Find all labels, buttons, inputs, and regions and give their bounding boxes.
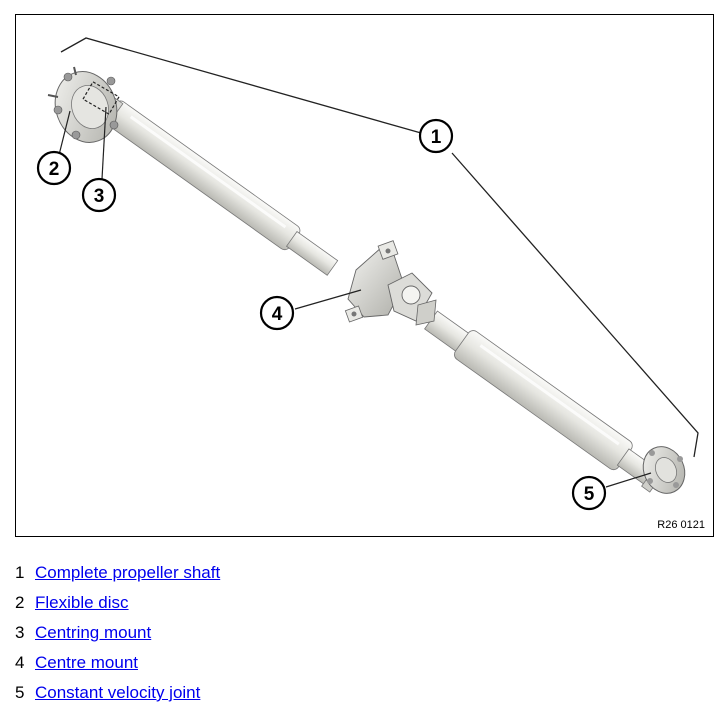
- legend-number: 2: [15, 593, 25, 612]
- callout-5-label: 5: [584, 484, 595, 505]
- legend-item: 5 Constant velocity joint: [15, 678, 220, 708]
- legend-number: 4: [15, 653, 25, 672]
- centring-mount-marker: [82, 81, 120, 115]
- callout-4: 4: [259, 295, 295, 331]
- figure-frame: 1 2 3 4 5 R26 0121: [15, 14, 714, 537]
- callout-1-bracket: [60, 37, 422, 134]
- legend-number: 5: [15, 683, 25, 702]
- flexible-disc-part: [47, 66, 120, 143]
- legend-number: 1: [15, 563, 25, 582]
- parts-legend: 1 Complete propeller shaft 2 Flexible disc…: [15, 558, 220, 708]
- callout-3-leader: [101, 106, 107, 180]
- callout-2-label: 2: [49, 159, 60, 180]
- rear-tube: [424, 310, 666, 493]
- centre-mount-part: [344, 240, 437, 326]
- callout-1-bracket-right: [451, 152, 699, 458]
- callout-3-label: 3: [94, 186, 105, 207]
- legend-item: 3 Centring mount: [15, 618, 220, 648]
- legend-link-constant-velocity-joint[interactable]: Constant velocity joint: [35, 683, 201, 702]
- legend-item: 4 Centre mount: [15, 648, 220, 678]
- callout-2-leader: [58, 110, 71, 156]
- legend-link-complete-propeller-shaft[interactable]: Complete propeller shaft: [35, 563, 221, 582]
- legend-link-centre-mount[interactable]: Centre mount: [35, 653, 138, 672]
- propeller-shaft-diagram: 1 2 3 4 5: [36, 37, 699, 511]
- callout-1: 1: [418, 118, 454, 154]
- legend-item: 2 Flexible disc: [15, 588, 220, 618]
- figure-code: R26 0121: [657, 519, 705, 531]
- legend-link-flexible-disc[interactable]: Flexible disc: [35, 593, 129, 612]
- callout-5: 5: [571, 475, 607, 511]
- callout-4-label: 4: [272, 304, 283, 325]
- callout-5-leader: [605, 472, 652, 488]
- legend-number: 3: [15, 623, 25, 642]
- cv-joint-part: [642, 446, 686, 494]
- callout-2: 2: [36, 150, 72, 186]
- callout-1-label: 1: [431, 127, 442, 148]
- legend-link-centring-mount[interactable]: Centring mount: [35, 623, 152, 642]
- legend-item: 1 Complete propeller shaft: [15, 558, 220, 588]
- callout-4-leader: [294, 289, 362, 310]
- callout-3: 3: [81, 177, 117, 213]
- front-tube: [100, 97, 339, 276]
